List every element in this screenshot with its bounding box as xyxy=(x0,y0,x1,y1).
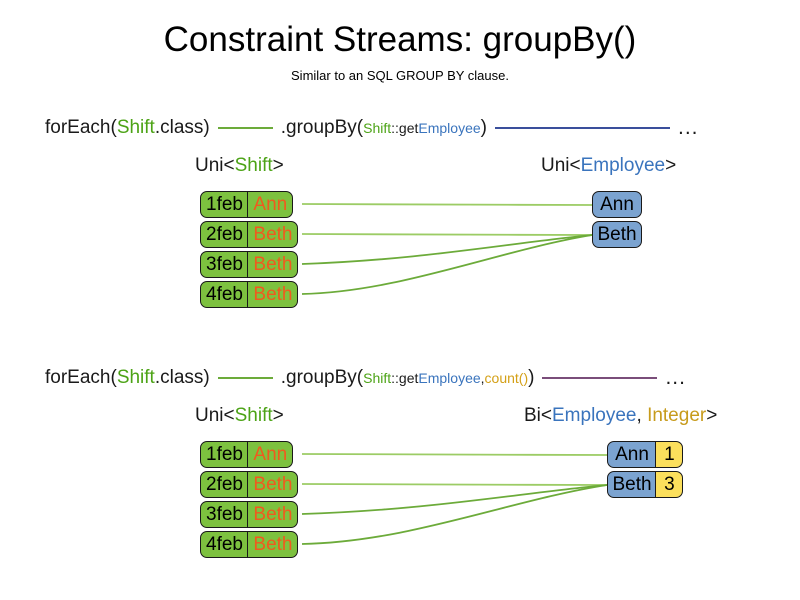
groupby-arg-sep: ::get xyxy=(391,120,419,136)
shift-row-2-1[interactable]: 1feb Ann xyxy=(200,441,294,468)
groupby-prefix: .groupBy( xyxy=(280,367,364,388)
left-caption-prefix: Uni< xyxy=(195,155,235,176)
groupby-arg-type: Shift xyxy=(363,370,392,386)
employee-row-1-1[interactable]: Ann xyxy=(592,191,642,218)
section2-left-caption: Uni<Shift> xyxy=(195,405,284,427)
left-caption-type: Shift xyxy=(234,155,273,176)
group-row-2-1[interactable]: Ann 1 xyxy=(607,441,684,468)
foreach-suffix: .class) xyxy=(154,117,210,138)
shift-date: 1feb xyxy=(200,441,249,468)
right-caption-type: Employee xyxy=(552,405,637,426)
right-caption-comma: , xyxy=(636,405,648,426)
right-caption-type2: Integer xyxy=(647,405,707,426)
group-employee-name: Ann xyxy=(607,441,657,468)
employee-name: Ann xyxy=(592,191,642,218)
right-caption-suffix: > xyxy=(706,405,718,426)
employee-row-1-2[interactable]: Beth xyxy=(592,221,642,248)
left-caption-suffix: > xyxy=(272,405,284,426)
group-count: 1 xyxy=(655,441,684,468)
shift-date: 4feb xyxy=(200,531,249,558)
section1-right-caption: Uni<Employee> xyxy=(541,155,676,177)
groupby-prefix: .groupBy( xyxy=(280,117,364,138)
groupby-suffix: ) xyxy=(480,117,487,138)
groupby-arg-prop: Employee xyxy=(418,120,481,136)
right-caption-type: Employee xyxy=(580,155,666,176)
connector-line-purple-2 xyxy=(542,377,658,379)
shift-date: 3feb xyxy=(200,251,249,278)
shift-date: 3feb xyxy=(200,501,249,528)
connector-line-blue-1 xyxy=(494,127,670,129)
groupby-arg-comma: , xyxy=(480,370,485,386)
section1-code-line: forEach(Shift.class) .groupBy(Shift::get… xyxy=(45,116,699,140)
link-shift2-beth-2 xyxy=(301,483,608,486)
shift-row-2-3[interactable]: 3feb Beth xyxy=(200,501,299,528)
group-count: 3 xyxy=(655,471,684,498)
employee-name: Beth xyxy=(592,221,642,248)
groupby-arg-count: count() xyxy=(484,370,529,386)
page-title: Constraint Streams: groupBy() xyxy=(163,20,637,59)
shift-row-1-1[interactable]: 1feb Ann xyxy=(200,191,294,218)
connector-line-green-2 xyxy=(217,377,273,379)
right-caption-suffix: > xyxy=(665,155,677,176)
shift-employee: Beth xyxy=(247,531,299,558)
link-shift4-beth xyxy=(301,234,593,295)
shift-row-1-2[interactable]: 2feb Beth xyxy=(200,221,299,248)
section1-left-caption: Uni<Shift> xyxy=(195,155,284,177)
link-shift3-beth-2 xyxy=(301,484,608,515)
right-caption-prefix: Uni< xyxy=(541,155,581,176)
link-shift4-beth-2 xyxy=(301,484,608,545)
foreach-prefix: forEach( xyxy=(45,367,117,388)
foreach-suffix: .class) xyxy=(154,367,210,388)
link-shift1-ann-2 xyxy=(301,453,608,456)
shift-date: 2feb xyxy=(200,471,249,498)
foreach-type-shift: Shift xyxy=(116,117,155,138)
link-shift1-ann xyxy=(301,203,593,206)
shift-date: 4feb xyxy=(200,281,249,308)
page-subtitle: Similar to an SQL GROUP BY clause. xyxy=(291,68,509,83)
shift-employee: Ann xyxy=(247,191,294,218)
foreach-prefix: forEach( xyxy=(45,117,117,138)
shift-employee: Beth xyxy=(247,471,299,498)
groupby-arg-type: Shift xyxy=(363,120,392,136)
shift-employee: Beth xyxy=(247,221,299,248)
shift-row-2-4[interactable]: 4feb Beth xyxy=(200,531,299,558)
connector-line-green-1 xyxy=(217,127,273,129)
left-caption-suffix: > xyxy=(272,155,284,176)
link-shift2-beth xyxy=(301,233,593,236)
groupby-arg-sep: ::get xyxy=(391,370,419,386)
groupby-arg-prop: Employee xyxy=(418,370,481,386)
right-caption-prefix: Bi< xyxy=(524,405,552,426)
ellipsis-1: ... xyxy=(677,116,699,139)
shift-employee: Beth xyxy=(247,251,299,278)
group-employee-name: Beth xyxy=(607,471,657,498)
shift-date: 1feb xyxy=(200,191,249,218)
groupby-suffix: ) xyxy=(528,367,535,388)
link-shift3-beth xyxy=(301,234,593,265)
shift-row-1-3[interactable]: 3feb Beth xyxy=(200,251,299,278)
shift-date: 2feb xyxy=(200,221,249,248)
left-caption-type: Shift xyxy=(234,405,273,426)
shift-employee: Beth xyxy=(247,501,299,528)
group-row-2-2[interactable]: Beth 3 xyxy=(607,471,684,498)
shift-employee: Ann xyxy=(247,441,294,468)
shift-row-1-4[interactable]: 4feb Beth xyxy=(200,281,299,308)
shift-row-2-2[interactable]: 2feb Beth xyxy=(200,471,299,498)
left-caption-prefix: Uni< xyxy=(195,405,235,426)
shift-employee: Beth xyxy=(247,281,299,308)
ellipsis-2: ... xyxy=(665,366,686,389)
foreach-type-shift: Shift xyxy=(116,367,155,388)
section2-right-caption: Bi<Employee, Integer> xyxy=(524,405,717,427)
section2-code-line: forEach(Shift.class) .groupBy(Shift::get… xyxy=(45,366,686,390)
